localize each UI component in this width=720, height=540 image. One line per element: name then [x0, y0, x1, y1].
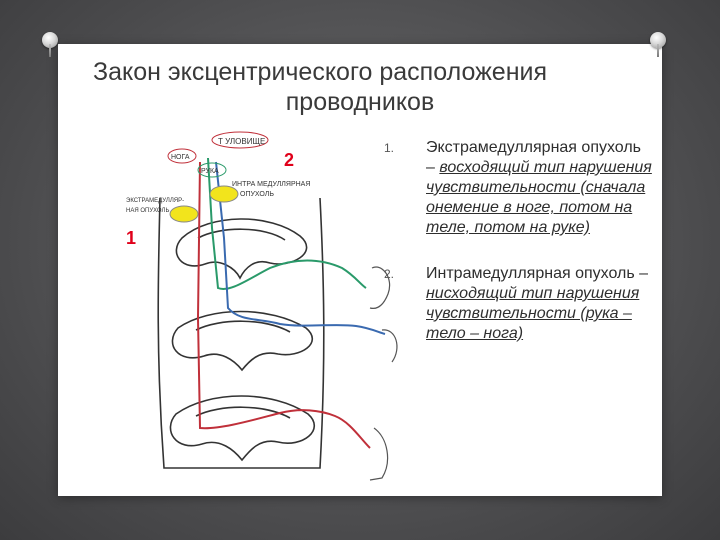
- numbered-list: 1. Экстрамедуллярная опухоль – восходящи…: [384, 138, 654, 370]
- list-item-number: 1.: [384, 141, 395, 155]
- list-item-emphasis: нисходящий тип нарушения чувствительност…: [426, 285, 640, 342]
- intramedullary-tumor: [209, 185, 239, 203]
- list-item-text: Интрамедуллярная опухоль –: [426, 265, 649, 282]
- label-extra-line-2: НАЯ ОПУХОЛЬ: [126, 208, 169, 214]
- grey-matter-segment-1: [175, 218, 308, 280]
- extramedullary-tumor: [169, 205, 199, 223]
- list-item-text: Экстрамедуллярная опухоль –: [426, 139, 642, 176]
- label-extra-line-1: ЭКСТРАМЕДУЛЛЯР-: [126, 198, 184, 204]
- pushpin-icon: [650, 32, 666, 58]
- list-item-number: 2.: [384, 267, 395, 281]
- slide-title-line-2: проводников: [285, 88, 435, 116]
- label-tulovische: Т УЛОВИЩЕ: [218, 137, 265, 146]
- list-item-emphasis: восходящий тип нарушения чувствительност…: [426, 159, 652, 236]
- leg-sketch: [369, 427, 389, 481]
- spinal-cord-diagram: Т УЛОВИЩЕ НОГА РУКА ИНТРА МЕДУЛЛЯРНАЯ ОП…: [126, 131, 398, 481]
- marker-1: 1: [126, 228, 136, 248]
- marker-2: 2: [284, 150, 294, 170]
- list-item: 2. Интрамедуллярная опухоль – нисходящий…: [384, 264, 654, 344]
- label-noga: НОГА: [171, 154, 190, 161]
- grey-matter-segment-3: [169, 395, 316, 462]
- spinal-cord-outline: [157, 197, 325, 469]
- label-ruka: РУКА: [201, 168, 219, 175]
- label-intra-line-2: ОПУХОЛЬ: [240, 191, 274, 198]
- grey-matter-segment-2: [171, 310, 314, 372]
- pushpin-icon: [42, 32, 58, 58]
- blue-tract: [215, 161, 386, 335]
- slide: Закон эксцентрического расположения пров…: [42, 32, 666, 496]
- torso-sketch: [381, 329, 398, 363]
- label-intra-line-1: ИНТРА МЕДУЛЛЯРНАЯ: [232, 181, 310, 188]
- arm-sketch: [369, 266, 391, 309]
- list-item: 1. Экстрамедуллярная опухоль – восходящи…: [384, 138, 654, 238]
- red-tract: [196, 161, 371, 449]
- slide-title-line-1: Закон эксцентрического расположения: [92, 58, 548, 86]
- green-tract: [207, 157, 367, 290]
